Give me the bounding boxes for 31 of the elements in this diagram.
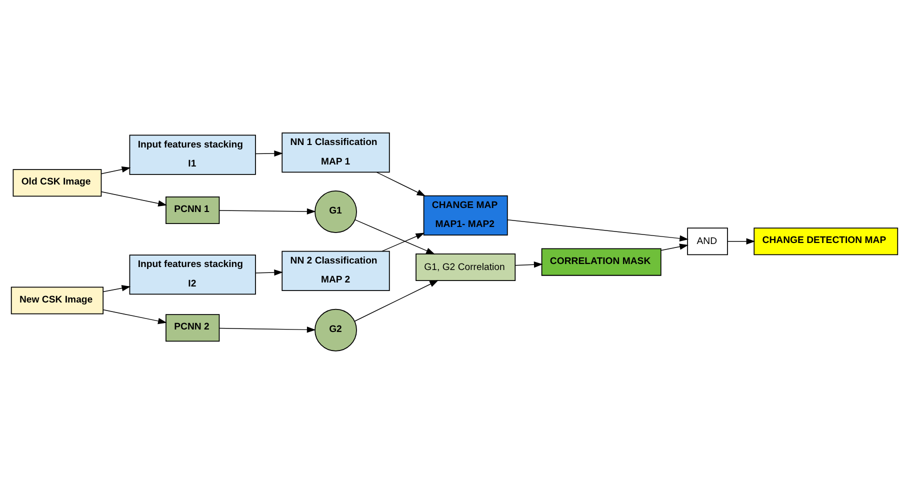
node-circle: G2 — [314, 308, 357, 352]
node-box: NN 2 Classification MAP 2 — [282, 250, 390, 291]
arrow — [102, 309, 167, 324]
node-box: Input features stacking I2 — [129, 254, 256, 295]
node-box: Old CSK Image — [12, 169, 102, 197]
arrow — [102, 285, 131, 292]
node-box: New CSK Image — [10, 286, 104, 314]
node-box: AND — [687, 228, 728, 256]
arrow — [660, 244, 688, 251]
arrow — [382, 232, 425, 252]
arrow — [101, 191, 168, 206]
node-box: CORRELATION MASK — [541, 248, 662, 276]
arrow — [354, 280, 439, 322]
arrow — [514, 262, 543, 268]
arrow — [354, 219, 436, 254]
node-box: Input features stacking I1 — [129, 134, 256, 175]
node-box: PCNN 2 — [166, 314, 220, 342]
arrow — [507, 220, 689, 242]
node-box: PCNN 1 — [166, 196, 220, 224]
arrow — [727, 238, 756, 244]
arrow — [255, 150, 284, 157]
arrow — [218, 326, 316, 333]
node-box: NN 1 Classification MAP 1 — [282, 132, 390, 173]
arrow — [376, 172, 426, 196]
arrow — [218, 208, 316, 215]
node-box: CHANGE DETECTION MAP — [754, 228, 898, 256]
node-circle: G1 — [314, 190, 357, 233]
node-box: CHANGE MAP MAP1- MAP2 — [423, 195, 508, 236]
node-box: G1, G2 Correlation — [416, 253, 516, 281]
arrow — [255, 269, 284, 276]
arrow — [101, 166, 131, 174]
